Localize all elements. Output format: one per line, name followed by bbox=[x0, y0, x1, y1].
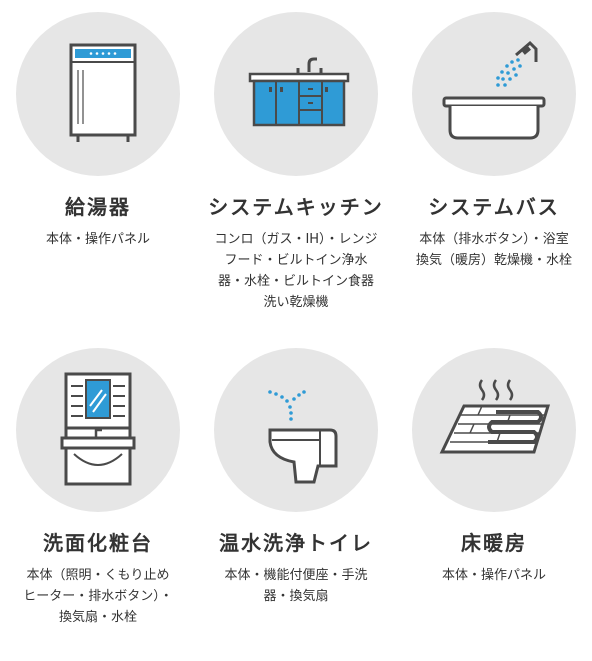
desc-line: 本体・操作パネル bbox=[45, 232, 150, 247]
desc-line: 器・換気扇 bbox=[263, 589, 329, 604]
circle-bg bbox=[16, 12, 180, 176]
circle-bg bbox=[412, 12, 576, 176]
item-system-bath: システムバス 本体（排水ボタン）・浴室 換気（暖房）乾燥機・水栓 bbox=[396, 0, 592, 271]
item-title: システムバス bbox=[428, 195, 560, 219]
item-description: 本体（排水ボタン）・浴室 換気（暖房）乾燥機・水栓 bbox=[396, 229, 592, 271]
item-title: 温水洗浄トイレ bbox=[219, 531, 373, 555]
circle-bg bbox=[412, 348, 576, 512]
circle-bg bbox=[16, 348, 180, 512]
item-washlet-toilet: 温水洗浄トイレ 本体・機能付便座・手洗 器・換気扇 bbox=[198, 348, 394, 607]
item-title: システムキッチン bbox=[208, 195, 384, 219]
toilet-icon bbox=[268, 390, 338, 484]
item-title: 洗面化粧台 bbox=[43, 531, 153, 555]
item-vanity: 洗面化粧台 本体（照明・くもり止め ヒーター・排水ボタン）・ 換気扇・水栓 bbox=[0, 348, 196, 628]
desc-line: 換気（暖房）乾燥機・水栓 bbox=[415, 253, 572, 268]
item-description: 本体・操作パネル bbox=[0, 229, 196, 250]
desc-line: 本体・機能付便座・手洗 bbox=[224, 568, 368, 583]
desc-line: 本体（排水ボタン）・浴室 bbox=[419, 232, 569, 247]
desc-line: 器・水栓・ビルトイン食器 bbox=[217, 274, 374, 289]
desc-line: 本体・操作パネル bbox=[441, 568, 546, 583]
floor-heating-icon bbox=[439, 379, 551, 454]
item-description: 本体・機能付便座・手洗 器・換気扇 bbox=[198, 565, 394, 607]
bathtub-icon bbox=[442, 40, 546, 140]
desc-line: 洗い乾燥機 bbox=[263, 295, 329, 310]
item-floor-heating: 床暖房 本体・操作パネル bbox=[396, 348, 592, 586]
item-water-heater: 給湯器 本体・操作パネル bbox=[0, 0, 196, 250]
kitchen-icon bbox=[248, 57, 350, 127]
circle-bg bbox=[214, 348, 378, 512]
circle-bg bbox=[214, 12, 378, 176]
desc-line: ヒーター・排水ボタン）・ bbox=[23, 589, 173, 604]
desc-line: 換気扇・水栓 bbox=[58, 610, 137, 625]
water-heater-icon bbox=[69, 43, 137, 142]
item-title: 給湯器 bbox=[65, 195, 131, 219]
item-description: 本体（照明・くもり止め ヒーター・排水ボタン）・ 換気扇・水栓 bbox=[0, 565, 196, 628]
item-description: 本体・操作パネル bbox=[396, 565, 592, 586]
item-description: コンロ（ガス・IH）・レンジ フード・ビルトイン浄水 器・水栓・ビルトイン食器 … bbox=[198, 229, 394, 313]
vanity-icon bbox=[60, 372, 136, 486]
item-title: 床暖房 bbox=[461, 531, 527, 555]
item-kitchen: システムキッチン コンロ（ガス・IH）・レンジ フード・ビルトイン浄水 器・水栓… bbox=[198, 0, 394, 313]
desc-line: コンロ（ガス・IH）・レンジ bbox=[214, 232, 378, 247]
desc-line: フード・ビルトイン浄水 bbox=[224, 253, 368, 268]
desc-line: 本体（照明・くもり止め bbox=[26, 568, 170, 583]
